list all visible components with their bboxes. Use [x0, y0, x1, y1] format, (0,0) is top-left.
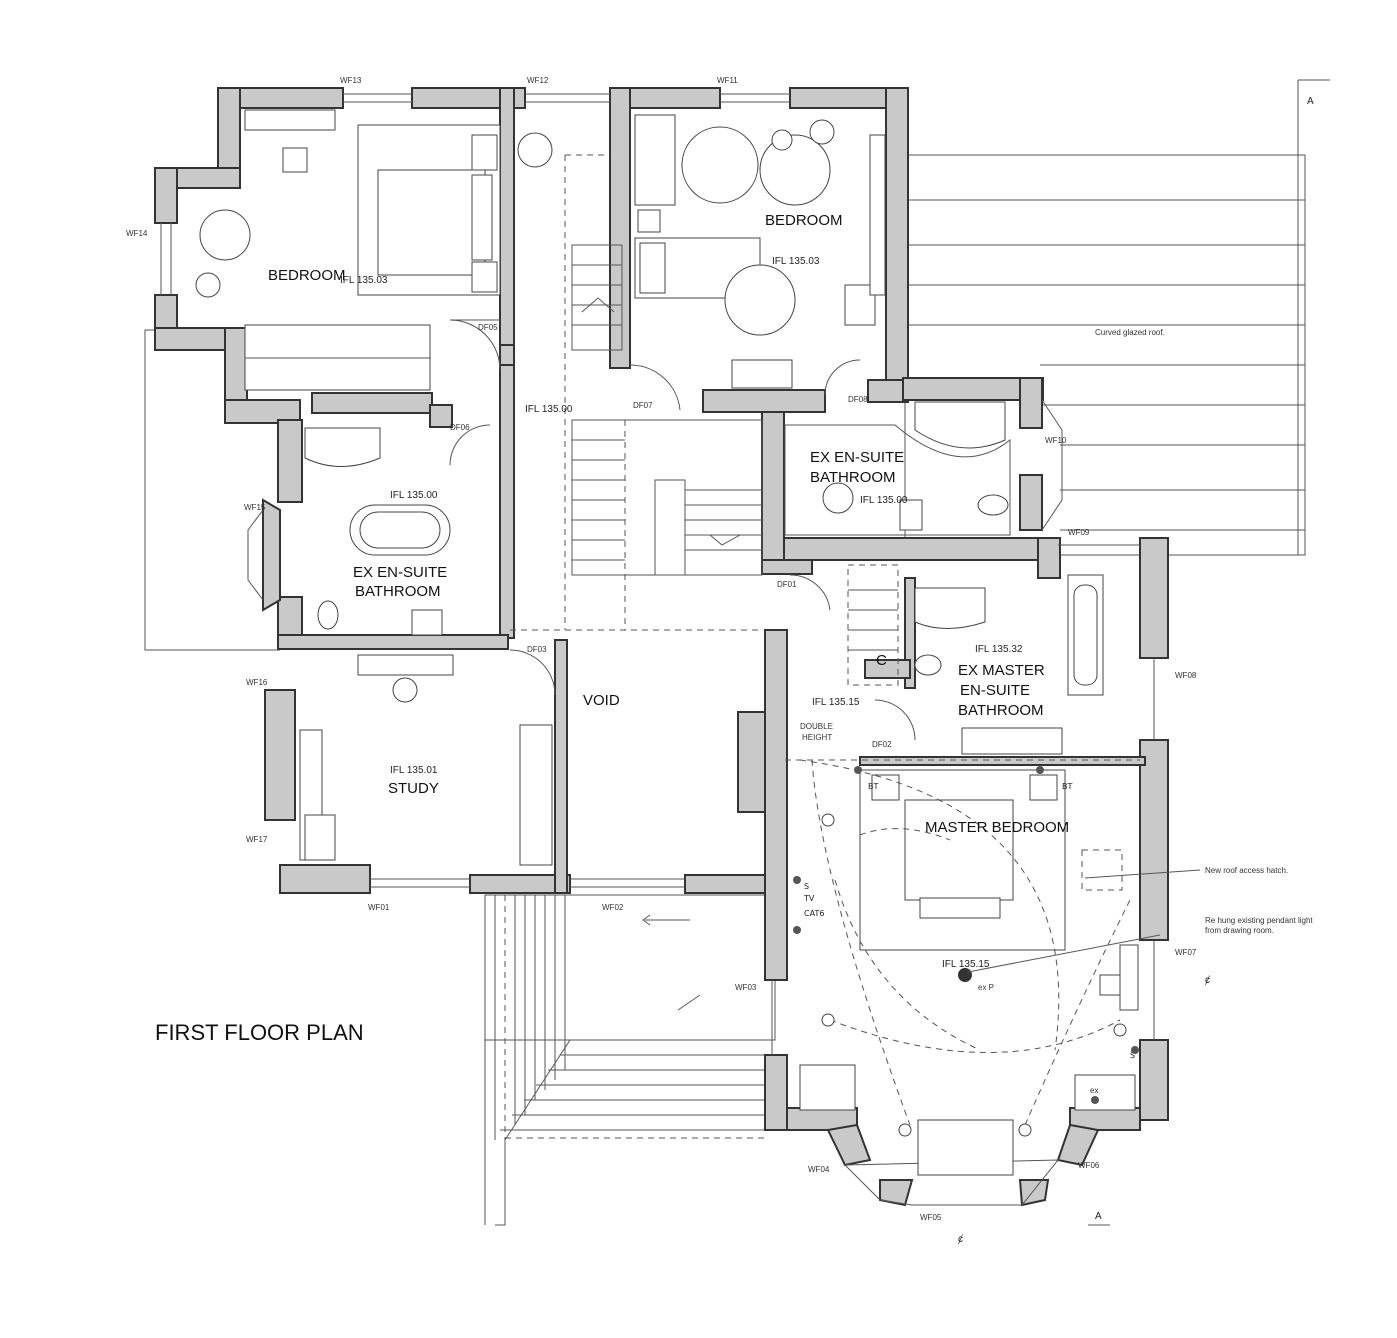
master-ensuite-label-2: EN-SUITE [960, 682, 1030, 699]
ex-pendant-note: ex P [978, 983, 994, 992]
bt-symbol-left: BT [868, 782, 878, 791]
hall-ifl: IFL 135.15 [812, 697, 860, 708]
ensuite-east-label-2: BATHROOM [810, 469, 896, 486]
doors-swings [449, 319, 916, 741]
window-tag: WF14 [126, 229, 148, 238]
section-marker-south: A [1095, 1211, 1102, 1222]
window-tag: WF04 [808, 1165, 830, 1174]
window-tag: WF06 [1078, 1161, 1100, 1170]
cat6-symbol: CAT6 [804, 909, 824, 918]
master-ensuite-label-1: EX MASTER [958, 662, 1045, 679]
window-tag: WF05 [920, 1213, 942, 1222]
glazing [160, 93, 1155, 1206]
landing-ifl: IFL 135.00 [525, 404, 573, 415]
door-tags: DF05 DF06 DF07 DF08 DF03 DF01 DF02 [450, 323, 892, 749]
pendant-note-1: Re hung existing pendant light [1205, 916, 1313, 925]
window-tag: WF03 [735, 983, 757, 992]
roof-note: Curved glazed roof. [1095, 328, 1165, 337]
window-tag: WF07 [1175, 948, 1197, 957]
master-bedroom-label: MASTER BEDROOM [925, 819, 1069, 836]
ensuite-west-label-1: EX EN-SUITE [353, 564, 447, 581]
door-tag: DF03 [527, 645, 547, 654]
window-tag: WF11 [717, 76, 738, 85]
door-tag: DF07 [633, 401, 653, 410]
window-tag: WF12 [527, 76, 549, 85]
electrical-symbols: S TV CAT6 BT BT S [793, 766, 1139, 1104]
void-label: VOID [583, 692, 620, 709]
window-tag: WF01 [368, 903, 390, 912]
window-tag: WF13 [340, 76, 362, 85]
tv-symbol: TV [803, 894, 815, 903]
study-label: STUDY [388, 780, 439, 797]
door-tag: DF08 [848, 395, 868, 404]
hatch-note: New roof access hatch. [1205, 866, 1288, 875]
centerline-marker-south: ȼ [958, 1234, 963, 1245]
window-tag: WF16 [246, 678, 268, 687]
socket-symbol: S [804, 882, 809, 891]
annotations: Curved glazed roof. New roof access hatc… [958, 96, 1314, 1245]
door-tag: DF05 [478, 323, 498, 332]
bedroom-east-label: BEDROOM [765, 212, 843, 229]
door-tag: DF01 [777, 580, 797, 589]
ex-note: ex [1090, 1086, 1098, 1095]
bt-symbol-right: BT [1062, 782, 1072, 791]
master-bedroom-ifl: IFL 135.15 [942, 959, 990, 970]
walls [154, 87, 1169, 1207]
terrace [484, 894, 776, 1226]
plan-title: FIRST FLOOR PLAN [155, 1020, 364, 1045]
room-labels: BEDROOM IFL 135.03 BEDROOM IFL 135.03 IF… [268, 212, 1069, 970]
master-ensuite-ifl: IFL 135.32 [975, 644, 1023, 655]
cupboard-label: C [876, 652, 887, 669]
window-tag: WF08 [1175, 671, 1197, 680]
door-tag: DF02 [872, 740, 892, 749]
west-outline [144, 329, 280, 651]
master-ensuite-label-3: BATHROOM [958, 702, 1044, 719]
window-tag: WF17 [246, 835, 268, 844]
glazed-roof [904, 79, 1330, 556]
section-marker-north: A [1307, 96, 1314, 107]
furniture [195, 109, 1201, 1176]
door-tag: DF06 [450, 423, 470, 432]
study-ifl: IFL 135.01 [390, 765, 438, 776]
bedroom-west-label: BEDROOM [268, 267, 346, 284]
ensuite-east-ifl: IFL 135.00 [860, 495, 908, 506]
ensuite-east-label-1: EX EN-SUITE [810, 449, 904, 466]
window-tag: WF02 [602, 903, 624, 912]
socket-symbol-east: S [1130, 1051, 1135, 1060]
double-height-label-1: DOUBLE [800, 722, 833, 731]
window-tag: WF15 [244, 503, 266, 512]
bedroom-west-ifl: IFL 135.03 [340, 275, 388, 286]
ensuite-west-label-2: BATHROOM [355, 583, 441, 600]
ensuite-west-ifl: IFL 135.00 [390, 490, 438, 501]
window-tags: WF13 WF12 WF11 WF14 WF15 WF16 WF17 WF01 … [126, 76, 1197, 1222]
window-tag: WF10 [1045, 436, 1067, 445]
pendant-note-2: from drawing room. [1205, 926, 1274, 935]
bedroom-east-ifl: IFL 135.03 [772, 256, 820, 267]
centerline-marker-east: ȼ [1205, 975, 1210, 986]
window-tag: WF09 [1068, 528, 1090, 537]
double-height-label-2: HEIGHT [802, 733, 832, 742]
stairs [510, 154, 899, 686]
